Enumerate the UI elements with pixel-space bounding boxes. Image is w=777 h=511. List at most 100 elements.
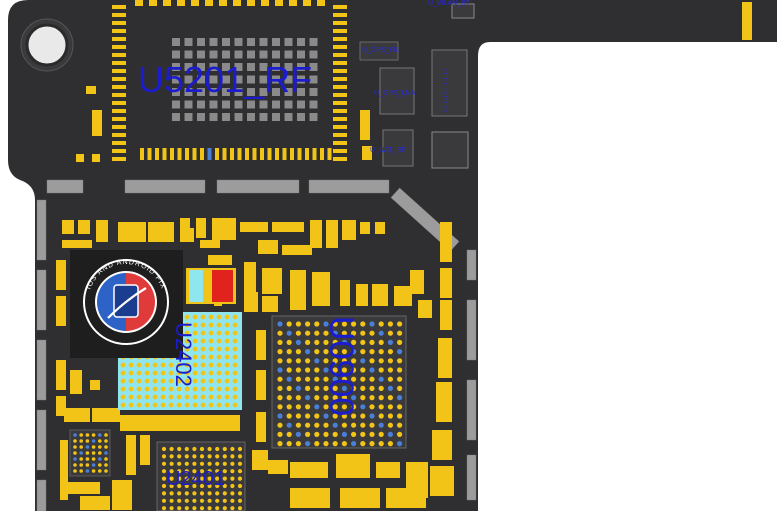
- component-pad: [90, 380, 100, 390]
- u5201-pad-grid: [172, 38, 318, 121]
- left-bga-ball: [85, 433, 90, 437]
- u2401-ball: [215, 476, 220, 481]
- u0900-ball: [277, 367, 283, 373]
- u2402-ball: [192, 402, 198, 408]
- u2402-ball: [136, 402, 142, 408]
- u2402-ball: [216, 346, 222, 352]
- u2402-ball: [224, 346, 230, 352]
- u0900-ball: [314, 330, 320, 336]
- u5201-pin: [275, 0, 283, 6]
- u2402-ball: [184, 386, 190, 392]
- u5201-pad: [309, 38, 318, 46]
- u2402-ball: [144, 386, 150, 392]
- component-pad: [360, 110, 370, 140]
- u2402-ball: [168, 362, 174, 368]
- u0900-ball: [332, 330, 338, 336]
- u5201-pad: [184, 63, 193, 71]
- u0900-ball: [341, 339, 347, 345]
- u5201-pin: [112, 117, 126, 121]
- u0900-ball: [286, 385, 292, 391]
- u2402-ball: [224, 330, 230, 336]
- left-bga-ball: [79, 439, 83, 443]
- u0900-ball: [295, 413, 301, 419]
- u0900-ball: [397, 422, 403, 428]
- u2402-ball: [224, 362, 230, 368]
- u2402-ball: [208, 386, 214, 392]
- u2402-ball: [120, 394, 126, 400]
- u5201-pad: [172, 50, 180, 59]
- u2401-ball: [192, 454, 197, 459]
- u5201-pin: [333, 21, 347, 25]
- u5201-pad: [172, 38, 180, 46]
- u0900-ball: [360, 330, 366, 336]
- component-pad: [258, 240, 278, 254]
- u2402-ball: [128, 370, 134, 376]
- ios-and-android-fix-logo: IOS AND ANDROID FIX: [83, 259, 169, 345]
- u0900-ball: [323, 367, 329, 373]
- u0900-ball: [378, 413, 384, 419]
- u5201-pin: [112, 53, 126, 57]
- u2401-ball: [169, 469, 174, 474]
- u2401-ball: [199, 476, 205, 481]
- u2402-ball: [192, 346, 198, 352]
- u5201-pad: [259, 88, 268, 96]
- u5201-pin: [289, 0, 297, 6]
- left-bga-ball: [85, 445, 90, 449]
- u2402-ball: [144, 378, 150, 384]
- u5201-pad: [172, 75, 180, 84]
- u0900-ball: [397, 404, 403, 410]
- u5201-pad: [222, 50, 230, 59]
- u5201-pad: [297, 38, 305, 46]
- u5201-pin: [177, 148, 182, 160]
- u2401-ball: [207, 491, 212, 496]
- u5201-pad: [272, 50, 280, 59]
- u0900-ball: [351, 385, 357, 391]
- u2402-ball: [168, 394, 174, 400]
- u2401-ball: [169, 498, 174, 503]
- u5201-pad: [247, 100, 255, 109]
- u2402-ball: [216, 370, 222, 376]
- u5201-pad: [309, 75, 318, 84]
- u0900-ball: [305, 395, 311, 401]
- left-bga-ball: [91, 469, 96, 473]
- u0900-ball: [286, 367, 292, 373]
- u2402-ball: [192, 314, 198, 320]
- u2402-ball: [200, 394, 206, 400]
- u2401-ball: [169, 483, 174, 489]
- u2402-ball: [232, 362, 238, 368]
- u5201-pad: [197, 50, 205, 59]
- u0900-ball: [378, 431, 384, 437]
- u5201-pad: [259, 38, 268, 46]
- u2401-ball: [192, 446, 197, 452]
- u5201-pin: [191, 0, 199, 6]
- u5201-pad: [272, 100, 280, 109]
- u5201-pad: [172, 88, 180, 96]
- u2401-ball-grid: [161, 446, 243, 511]
- u2401-ball: [215, 454, 220, 459]
- u0900-ball: [360, 422, 366, 428]
- u2402-ball: [144, 362, 150, 368]
- u2401-ball: [177, 461, 182, 466]
- u5201-pin: [112, 85, 126, 89]
- u5201-pin: [215, 148, 219, 160]
- u0900-ball: [387, 422, 393, 428]
- u2402-ball: [184, 330, 190, 336]
- u5201-pin: [112, 77, 126, 81]
- u0900-ball: [323, 321, 329, 327]
- u2402-ball: [152, 370, 158, 376]
- u5201-pad: [284, 75, 293, 84]
- u2401-ball: [169, 506, 174, 511]
- u2402-ball: [176, 378, 182, 384]
- component-pad: [342, 220, 356, 240]
- u5201-pin: [333, 157, 347, 161]
- uat-label: U_UAT_RF: [370, 147, 406, 154]
- u0900-ball: [378, 376, 384, 382]
- u2402-ball: [232, 322, 238, 328]
- u0900-ball: [360, 367, 366, 373]
- u0900-ball: [378, 339, 384, 345]
- component-pad: [252, 450, 268, 470]
- u5201-pad: [247, 88, 255, 96]
- u0900-ball: [360, 321, 366, 327]
- left-bga-ball: [98, 439, 102, 443]
- u0900-ball: [341, 422, 347, 428]
